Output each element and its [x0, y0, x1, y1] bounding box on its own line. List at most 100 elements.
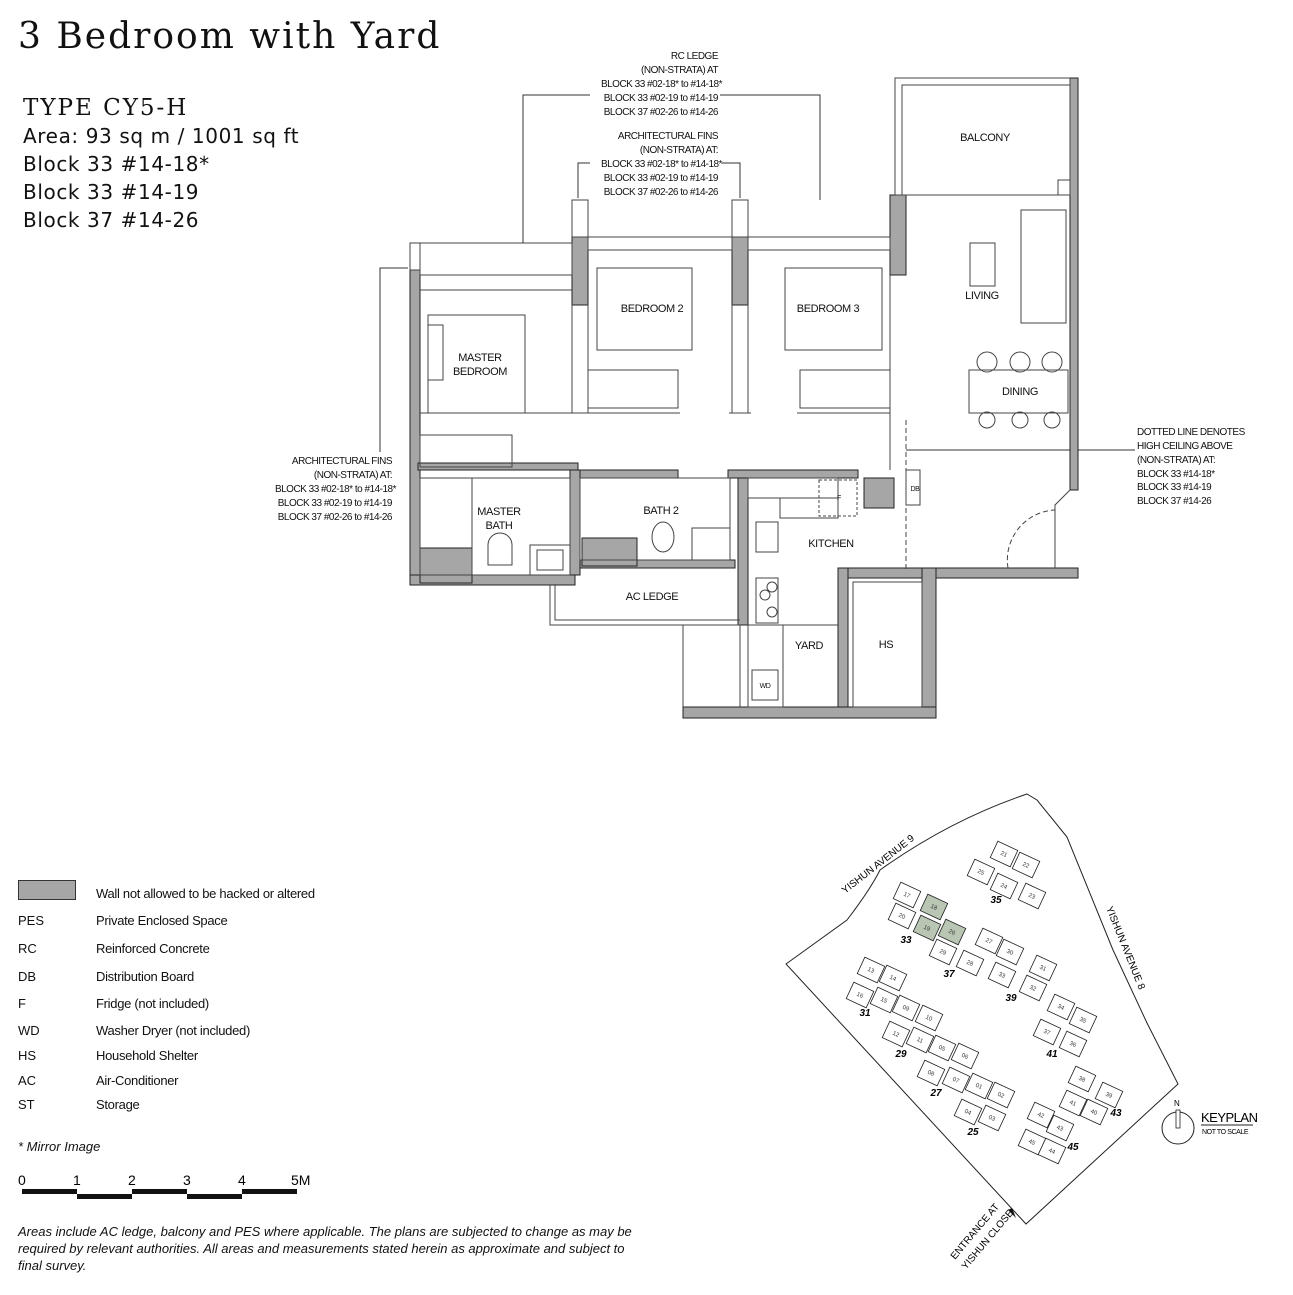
room-bath-2: BATH 2	[643, 505, 679, 517]
keyplan-unit-label: 40	[1089, 1109, 1098, 1118]
mirror-note: * Mirror Image	[18, 1139, 101, 1154]
keyplan-block-label: 37	[943, 969, 955, 980]
site-boundary	[785, 793, 1179, 1225]
fins-note-left: BLOCK 33 #02-19 to #14-19	[278, 498, 393, 509]
legend-abbr: DB	[18, 969, 37, 984]
keyplan-unit: 19	[912, 914, 942, 942]
keyplan-block-label: 41	[1045, 1049, 1058, 1060]
disclaimer: Areas include AC ledge, balcony and PES …	[18, 1224, 632, 1273]
legend-desc: Washer Dryer (not included)	[96, 1023, 250, 1038]
room-balcony: BALCONY	[960, 132, 1011, 144]
north-arrow-icon	[1175, 1109, 1181, 1129]
keyplan-unit: 13	[856, 956, 886, 984]
db-label: DB	[911, 486, 921, 493]
room-master-bath: MASTER	[477, 506, 521, 518]
keyplan-unit: 33	[987, 961, 1017, 989]
room-master-bedroom: MASTER	[458, 352, 502, 364]
rc-ledge-note: (NON-STRATA) AT	[641, 65, 718, 76]
legend-desc: Air-Conditioner	[96, 1073, 179, 1088]
keyplan-unit-label: 17	[902, 892, 911, 901]
room-bedroom-3: BEDROOM 3	[797, 303, 860, 315]
room-master-bath: BATH	[486, 520, 513, 532]
keyplan-unit: 02	[986, 1081, 1016, 1109]
keyplan-unit: 18	[919, 893, 949, 921]
keyplan-unit-label: 12	[891, 1031, 900, 1040]
tv-console	[969, 242, 996, 287]
keyplan-unit-label: 30	[1005, 949, 1014, 958]
bed-2	[596, 267, 693, 351]
keyplan-unit: 12	[881, 1020, 911, 1048]
keyplan-unit: 43	[1045, 1114, 1075, 1142]
keyplan-unit: 23	[1017, 882, 1047, 910]
unit-info: TYPE CY5-H Area: 93 sq m / 1001 sq ft Bl…	[23, 94, 299, 234]
keyplan-unit: 21	[989, 840, 1019, 868]
keyplan-block-label: 45	[1066, 1142, 1079, 1153]
fridge-label: F	[837, 495, 841, 502]
scale-segment	[77, 1194, 132, 1199]
legend-abbr: WD	[18, 1023, 40, 1038]
keyplan-unit: 37	[1032, 1018, 1062, 1046]
keyplan-block-label: 35	[990, 895, 1002, 906]
leader-line	[722, 162, 741, 198]
road-label: YISHUN AVENUE 8	[1103, 905, 1147, 992]
fins-note-left: (NON-STRATA) AT:	[314, 470, 392, 481]
keyplan-unit: 27	[974, 927, 1004, 955]
wd-label: WD	[760, 683, 771, 690]
dotted-line-note: HIGH CEILING ABOVE	[1137, 441, 1233, 452]
keyplan-unit-label: 34	[1056, 1004, 1065, 1013]
rc-ledge-note: BLOCK 33 #02-18* to #14-18*	[601, 79, 723, 90]
keyplan-unit: 14	[878, 964, 908, 992]
keyplan-unit: 11	[905, 1026, 935, 1054]
leader-line	[522, 94, 590, 243]
keyplan-unit: 16	[845, 981, 875, 1009]
keyplan-block-label: 39	[1005, 993, 1017, 1004]
scale-segment	[187, 1194, 242, 1199]
unit-type: TYPE CY5-H	[23, 95, 189, 121]
room-kitchen: KITCHEN	[808, 538, 854, 550]
dotted-line-note: (NON-STRATA) AT:	[1137, 455, 1215, 466]
fins-note-left: BLOCK 37 #02-26 to #14-26	[278, 512, 393, 523]
legend-desc: Fridge (not included)	[96, 996, 209, 1011]
keyplan-unit: 17	[892, 881, 922, 909]
room-ac-ledge: AC LEDGE	[626, 591, 678, 603]
keyplan-subtitle: NOT TO SCALE	[1202, 1129, 1249, 1136]
room-hs: HS	[879, 639, 894, 651]
legend-abbr: F	[18, 996, 26, 1011]
fins-note: BLOCK 33 #02-18* to #14-18*	[601, 159, 723, 170]
keyplan-unit-label: 43	[1055, 1125, 1064, 1134]
keyplan-unit-label: 42	[1036, 1112, 1045, 1121]
unit-block: Block 33 #14-18*	[23, 152, 210, 176]
keyplan-unit: 36	[1058, 1030, 1088, 1058]
legend-abbr: HS	[18, 1048, 37, 1063]
keyplan-unit: 15	[869, 986, 899, 1014]
dining-table	[968, 369, 1069, 414]
room-dining: DINING	[1002, 386, 1038, 398]
keyplan-unit-label: 22	[1021, 862, 1030, 871]
scale-label: 1	[73, 1172, 81, 1188]
keyplan-unit: 31	[1028, 954, 1058, 982]
legend-abbr: PES	[18, 913, 45, 928]
bed-3	[784, 267, 883, 351]
keyplan-unit-label: 26	[947, 929, 956, 938]
keyplan-unit-label: 36	[1068, 1041, 1077, 1050]
fins-note: (NON-STRATA) AT:	[640, 145, 718, 156]
unit-block: Block 33 #14-19	[23, 180, 200, 204]
scale-label: 0	[18, 1172, 26, 1188]
keyplan-block-label: 29	[894, 1049, 907, 1060]
keyplan-unit: 39	[1094, 1081, 1124, 1109]
keyplan-unit-label: 11	[915, 1037, 924, 1045]
legend-desc: Private Enclosed Space	[96, 913, 228, 928]
keyplan-unit: 08	[916, 1059, 946, 1087]
dotted-line-note: BLOCK 37 #14-26	[1137, 496, 1212, 507]
keyplan-unit-label: 10	[924, 1015, 933, 1024]
wall-swatch	[18, 880, 76, 900]
keyplan-unit-label: 16	[855, 992, 864, 1001]
rc-ledge-note: BLOCK 37 #02-26 to #14-26	[604, 107, 719, 118]
keyplan-unit-label: 20	[897, 913, 906, 922]
interior-lines	[409, 77, 1071, 708]
keyplan-unit-label: 38	[1077, 1076, 1086, 1085]
keyplan-unit: 09	[891, 994, 921, 1022]
keyplan-unit: 30	[995, 938, 1025, 966]
scale-label: 4	[238, 1172, 246, 1188]
